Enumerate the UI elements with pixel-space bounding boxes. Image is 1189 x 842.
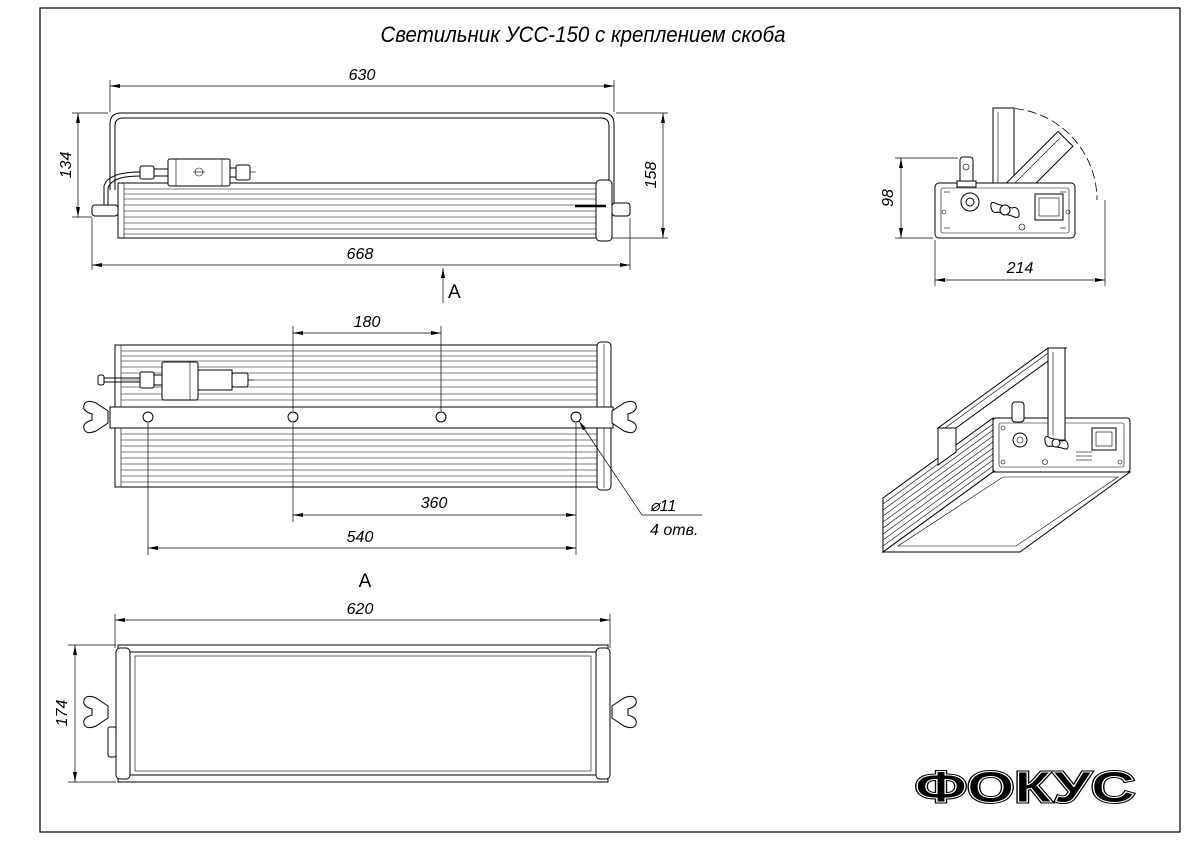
- dimension-158-label: 158: [643, 162, 660, 189]
- bracket-far-arm: [937, 427, 957, 466]
- mounting-hole: [435, 411, 447, 423]
- dimension-134: 134: [58, 112, 108, 218]
- diffuser-lens-iso: [896, 476, 1119, 547]
- cable-gland: [960, 192, 980, 212]
- bracket-swing-path: [1014, 108, 1098, 201]
- dimension-174: 174: [54, 644, 116, 783]
- dimension-174-label: 174: [54, 700, 71, 727]
- top-view: 180 360 540 ⌀11 4 отв.: [83, 314, 702, 555]
- cable-connector-top: [97, 361, 254, 401]
- bracket-arm: [992, 107, 1015, 189]
- cable-connector: [139, 158, 256, 187]
- dimension-540: 540: [147, 423, 576, 555]
- wing-nut-right: [611, 400, 637, 434]
- dimension-134-label: 134: [58, 152, 75, 179]
- mounting-holes: [142, 411, 582, 423]
- logo-text-inline: ФОКУС: [915, 763, 1135, 812]
- dimension-180: 180: [292, 314, 442, 411]
- view-direction-label: A: [448, 282, 461, 303]
- hole-callout: ⌀11 4 отв.: [578, 420, 702, 539]
- mounting-tab-left: [91, 204, 119, 217]
- dimension-360: 360: [292, 423, 577, 555]
- luminaire-body: [117, 179, 613, 242]
- dimension-98: 98: [880, 157, 958, 239]
- end-view: 98 214: [880, 107, 1106, 286]
- mounting-hole: [142, 411, 154, 423]
- view-direction-arrow: A: [441, 268, 461, 303]
- dimension-360-label: 360: [421, 495, 448, 512]
- hole-count-label: 4 отв.: [650, 522, 698, 539]
- diffuser-lens: [129, 651, 597, 776]
- dimension-668-label: 668: [347, 246, 374, 263]
- mounting-tab-right: [611, 202, 631, 217]
- label-window: [1034, 193, 1064, 221]
- hole-diameter-label: ⌀11: [650, 498, 676, 515]
- dimension-630: 630: [109, 67, 615, 112]
- dimension-180-label: 180: [354, 314, 381, 331]
- dimension-98-label: 98: [880, 189, 897, 207]
- cable: [103, 171, 141, 206]
- logo-text: ФОКУС: [915, 763, 1135, 812]
- drawing-title: Светильник УСС-150 с креплением скоба: [381, 22, 786, 47]
- view-a: 620 174: [54, 601, 637, 783]
- dimension-668: 668: [91, 218, 631, 270]
- luminaire-body-bottom: [117, 644, 609, 783]
- sheet-frame: [39, 7, 1181, 833]
- wing-nut-right: [611, 695, 637, 729]
- dimension-620-label: 620: [347, 601, 374, 618]
- mounting-hole: [287, 411, 299, 423]
- dimension-214-label: 214: [1006, 260, 1034, 277]
- dimension-158: 158: [612, 112, 668, 239]
- side-view: 630 134 158 668 A: [58, 67, 668, 303]
- bracket-top-arm: [936, 347, 1068, 429]
- dimension-540-label: 540: [347, 529, 374, 546]
- wing-nut-left: [83, 400, 109, 434]
- wing-nut-left: [83, 695, 109, 729]
- view-a-label: A: [359, 571, 372, 592]
- bracket: [109, 112, 615, 204]
- mounting-hole: [570, 411, 582, 423]
- isometric-view: [881, 347, 1132, 553]
- company-logo: ФОКУС ФОКУС: [914, 762, 1137, 814]
- dimension-630-label: 630: [349, 67, 376, 84]
- bracket-vertical-arm: [1047, 347, 1066, 441]
- mounting-bar: [109, 406, 614, 429]
- label-window-iso: [1091, 427, 1117, 451]
- dimension-214: 214: [934, 200, 1106, 286]
- dimension-620: 620: [114, 601, 611, 648]
